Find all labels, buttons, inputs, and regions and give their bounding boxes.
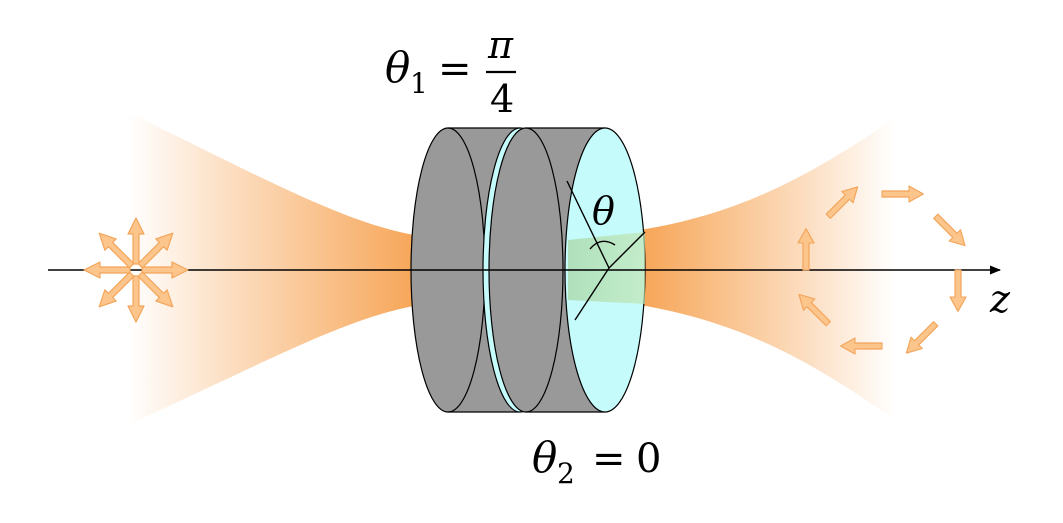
theta1-subscript: 1 xyxy=(410,67,428,100)
output-beam xyxy=(640,118,895,420)
angle-arc xyxy=(589,240,616,250)
z-axis-label: z xyxy=(989,277,1011,321)
theta2-value: 0 xyxy=(636,436,661,482)
theta-angle-label: θ xyxy=(592,189,615,233)
theta1-label: θ 1 = π 4 xyxy=(385,23,516,121)
fast-axis-lines xyxy=(566,180,646,321)
input-beam xyxy=(128,112,420,425)
theta2-label: θ 2 = 0 xyxy=(532,433,661,490)
theta2-symbol: θ xyxy=(532,433,557,482)
theta1-symbol: θ xyxy=(385,43,410,92)
theta1-equals: = xyxy=(438,46,472,92)
theta2-subscript: 2 xyxy=(557,457,575,490)
theta1-numerator: π xyxy=(487,23,514,67)
theta2-equals: = xyxy=(592,436,626,482)
theta1-denominator: 4 xyxy=(490,77,514,121)
